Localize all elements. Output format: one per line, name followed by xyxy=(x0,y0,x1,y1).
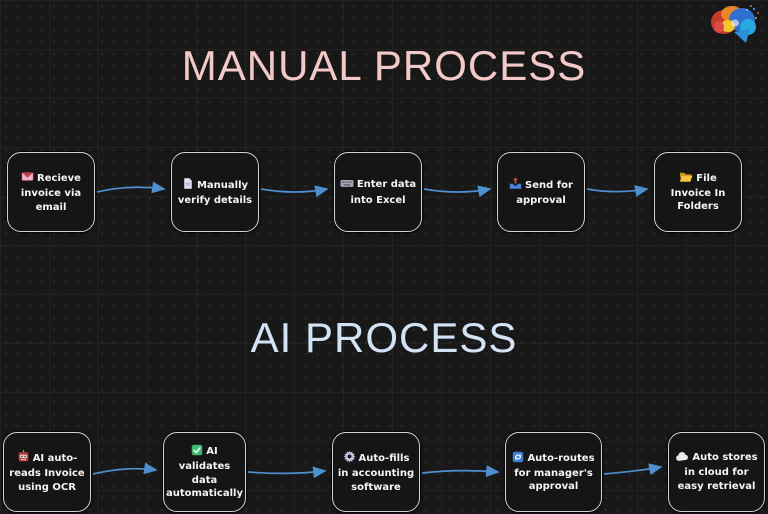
colorful-brain-logo-icon xyxy=(704,1,764,52)
robot-icon xyxy=(17,450,30,467)
node-label: Auto-fills in accounting software xyxy=(336,450,416,494)
flow-node-ai-ocr[interactable]: AI auto-reads Invoice using OCR xyxy=(3,432,91,512)
node-label: Manually verify details xyxy=(175,177,255,207)
envelope-icon xyxy=(21,170,34,187)
flow-node-ai-autofill[interactable]: Auto-fills in accounting software xyxy=(332,432,420,512)
node-label: Send for approval xyxy=(501,177,581,207)
node-label: Auto-routes for manager's approval xyxy=(512,451,595,493)
node-label: AI auto-reads Invoice using OCR xyxy=(7,450,87,494)
flow-node-ai-cloud-store[interactable]: Auto stores in cloud for easy retrieval xyxy=(668,432,765,512)
manual-process-title: MANUAL PROCESS xyxy=(181,42,587,89)
node-label: Recieve invoice via email xyxy=(11,170,91,214)
cloud-icon xyxy=(675,451,689,466)
keyboard-icon xyxy=(340,177,354,193)
ai-process-title: AI PROCESS xyxy=(250,314,518,361)
flow-node-ai-validate[interactable]: AI validates data automatically xyxy=(163,432,246,512)
gear-icon xyxy=(343,450,356,467)
flow-node-ai-autoroute[interactable]: Auto-routes for manager's approval xyxy=(505,432,602,512)
outbox-tray-icon xyxy=(509,177,522,194)
node-label: AI validates data automatically xyxy=(166,444,243,499)
flow-node-enter-data[interactable]: Enter data into Excel xyxy=(334,152,422,232)
folder-icon xyxy=(679,171,693,187)
flow-node-receive-invoice[interactable]: Recieve invoice via email xyxy=(7,152,95,232)
document-icon xyxy=(182,177,194,194)
node-label: Auto stores in cloud for easy retrieval xyxy=(672,451,761,493)
check-icon xyxy=(191,444,203,460)
flow-node-verify-details[interactable]: Manually verify details xyxy=(171,152,259,232)
sync-icon xyxy=(512,451,524,467)
node-label: File Invoice In Folders xyxy=(670,171,726,213)
flow-node-send-approval[interactable]: Send for approval xyxy=(497,152,585,232)
flow-node-file-invoice[interactable]: File Invoice In Folders xyxy=(654,152,742,232)
node-label: Enter data into Excel xyxy=(338,177,418,206)
